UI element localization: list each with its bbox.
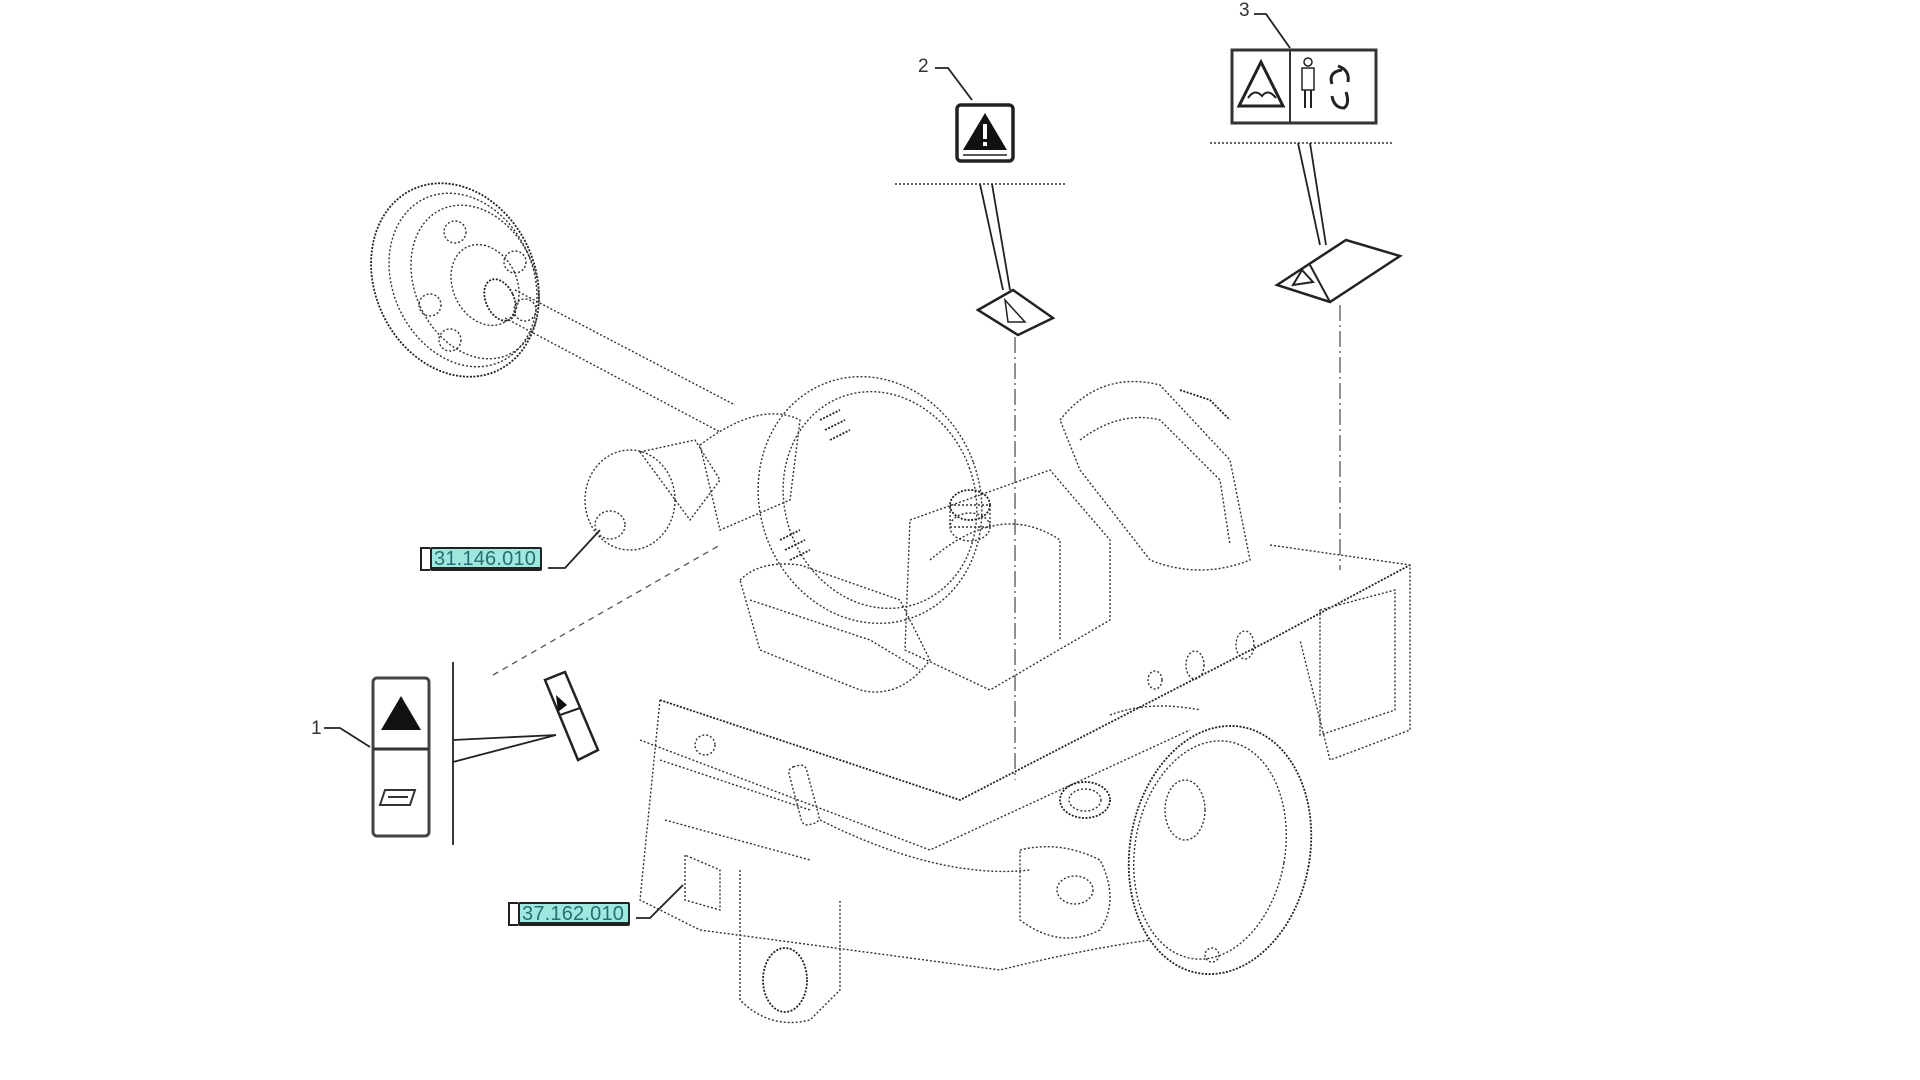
decal-2-applied: [975, 288, 1056, 337]
differential-housing: [584, 375, 1251, 691]
ref-link-31-146-010[interactable]: 31.146.010: [420, 547, 543, 571]
ref-leader-37162010: [636, 884, 684, 919]
ref-link-label: 37.162.010: [518, 902, 631, 926]
callout-number-1: 1: [311, 718, 322, 739]
decal-1-applied: [543, 670, 600, 762]
callout-number-2: 2: [918, 56, 929, 77]
ref-leader-31146010: [548, 529, 601, 569]
decal-3-crush-hazard[interactable]: [1230, 48, 1378, 125]
wheel-hub-assembly: [370, 182, 736, 433]
callout-3-annotation: 3: [1210, 0, 1403, 570]
decal-1-warning-manual[interactable]: [371, 676, 431, 838]
decal-3-applied: [1274, 238, 1403, 304]
decal-2-warning[interactable]: [955, 103, 1015, 163]
ref-link-label: 31.146.010: [430, 547, 543, 571]
callout-number-3: 3: [1239, 0, 1250, 21]
axle-beam: [639, 544, 1411, 1024]
callout-2-annotation: 2: [895, 56, 1065, 780]
callout-1-annotation: 1: [311, 544, 721, 845]
ref-link-37-162-010[interactable]: 37.162.010: [508, 902, 631, 926]
